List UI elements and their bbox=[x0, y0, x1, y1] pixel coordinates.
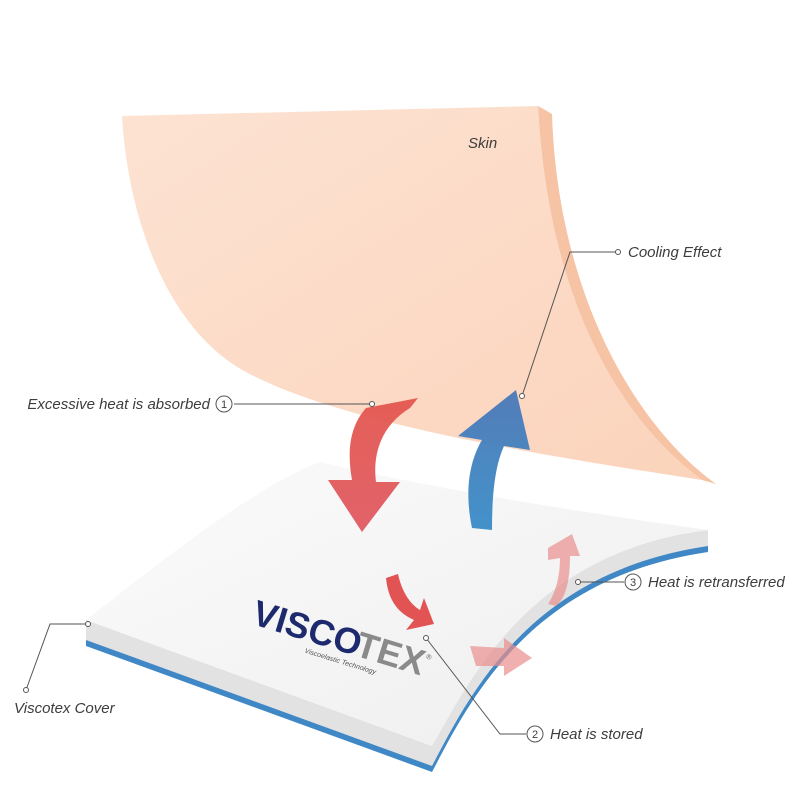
callout-cooling-effect: Cooling Effect bbox=[519, 244, 722, 399]
skin-side-edge bbox=[538, 106, 716, 484]
callout-viscotex-cover: Viscotex Cover bbox=[14, 621, 116, 717]
skin-sheet bbox=[122, 106, 702, 480]
leader-dot bbox=[575, 579, 581, 585]
step-badge-2 bbox=[526, 725, 544, 743]
logo-registered-mark: ® bbox=[425, 653, 433, 662]
step-number-1: 1 bbox=[221, 399, 227, 411]
step-number-2: 2 bbox=[532, 729, 538, 741]
skin-layer bbox=[122, 106, 716, 484]
retransfer-arrows bbox=[470, 534, 580, 676]
step-badge-1 bbox=[215, 395, 233, 413]
leader-line bbox=[25, 623, 88, 691]
small-curved-arrow-icon bbox=[386, 574, 434, 630]
callout-excessive-heat: 1 Excessive heat is absorbed bbox=[27, 395, 375, 413]
leader-dot bbox=[519, 393, 525, 399]
leader-dot bbox=[23, 687, 29, 693]
callout-heat-retransferred: 3 Heat is retransferred bbox=[575, 573, 785, 591]
step-badge-3 bbox=[624, 573, 642, 591]
callout-heat-stored: 2 Heat is stored bbox=[423, 635, 643, 743]
faded-arrow-icon bbox=[548, 534, 580, 606]
label-skin: Skin bbox=[468, 135, 497, 152]
curved-down-arrow-icon bbox=[328, 398, 418, 532]
leader-dot bbox=[423, 635, 429, 641]
cover-blue-edge bbox=[86, 538, 708, 772]
faded-arrow-icon bbox=[470, 638, 532, 676]
curved-up-arrow-icon bbox=[458, 390, 530, 530]
cover-white-edge bbox=[86, 530, 708, 766]
label-cooling-effect: Cooling Effect bbox=[628, 244, 722, 261]
leader-line bbox=[521, 251, 618, 397]
leader-dot bbox=[615, 249, 621, 255]
label-heat-stored: Heat is stored bbox=[550, 726, 643, 743]
label-heat-retransferred: Heat is retransferred bbox=[648, 574, 785, 591]
leader-dot bbox=[369, 401, 375, 407]
leader-dot bbox=[85, 621, 91, 627]
label-viscotex-cover: Viscotex Cover bbox=[14, 700, 116, 717]
step-number-3: 3 bbox=[630, 577, 636, 589]
leader-line bbox=[425, 637, 526, 735]
label-excessive-heat: Excessive heat is absorbed bbox=[27, 396, 210, 413]
